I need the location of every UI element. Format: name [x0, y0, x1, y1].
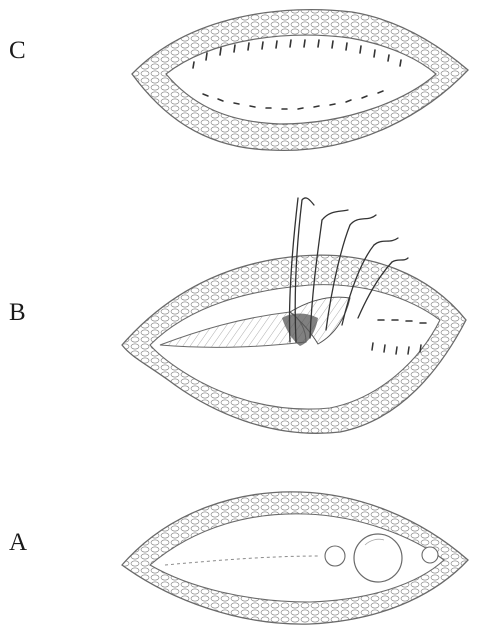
- panel-a-nodule-small: [325, 546, 345, 566]
- panel-a-illustration: [122, 492, 468, 624]
- panel-a-nodule-large: [354, 534, 402, 582]
- panel-a-nodule-right: [422, 547, 438, 563]
- panel-c-illustration: [132, 10, 468, 151]
- panel-b-illustration: [122, 198, 466, 433]
